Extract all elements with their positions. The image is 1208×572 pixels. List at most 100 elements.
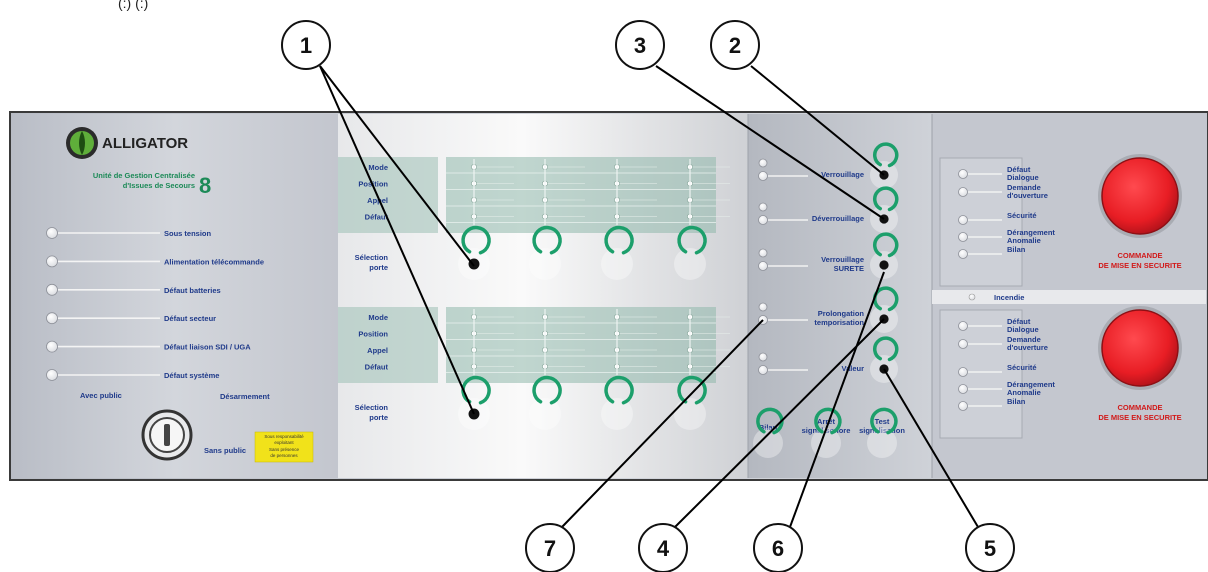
bottom-button-label: Arrêt (817, 417, 835, 426)
knob-button[interactable] (601, 225, 634, 280)
callout-number: 2 (729, 33, 741, 58)
function-button-label: Verrouillage (821, 255, 864, 264)
indicator-led-icon (758, 352, 768, 362)
door-row-label: Défaut (365, 213, 389, 222)
function-button-label: Déverrouillage (812, 214, 864, 223)
door-select-label: porte (369, 413, 388, 422)
indicator-led-icon (958, 339, 968, 349)
knob-ring-icon (814, 407, 842, 435)
left-indicator: Alimentation télécommande (46, 255, 264, 268)
security-indicator-label: Défaut (1007, 165, 1031, 174)
key-label-public: Avec public (80, 391, 122, 400)
function-button-label: Verrouillage (821, 170, 864, 179)
left-indicator-label: Défaut batteries (164, 286, 221, 295)
left-indicator: Défaut secteur (46, 312, 216, 325)
unit-line1: Unité de Gestion Centralisée (93, 171, 195, 180)
incendie-band (932, 290, 1206, 304)
left-indicator: Défaut liaison SDI / UGA (46, 340, 251, 353)
door-status-strip (446, 307, 716, 383)
key-switch[interactable] (141, 409, 193, 461)
indicator-led-icon (46, 227, 58, 239)
function-button-label: temporisation (814, 318, 864, 327)
indicator-led-icon (46, 312, 58, 325)
security-indicator-label: Demande (1007, 183, 1041, 192)
callout-circle (965, 523, 1015, 572)
callout-circle (281, 20, 331, 70)
indicator-led-icon (958, 169, 968, 179)
knob-ring-icon (604, 375, 634, 405)
security-indicator-label: d'ouverture (1007, 191, 1048, 200)
knob-ring-icon (873, 186, 899, 212)
security-indicator-label: Sécurité (1007, 211, 1037, 220)
door-row-label: Appel (367, 346, 388, 355)
knob-ring-icon (532, 375, 562, 405)
security-command-button[interactable] (1098, 306, 1182, 390)
security-panel: DéfautDialogueDemanded'ouvertureSécurité… (939, 306, 1182, 439)
knob-button[interactable] (870, 232, 899, 279)
callout-leader-line (883, 368, 979, 528)
door-status-strip (446, 157, 716, 233)
left-indicator: Sous tension (46, 227, 212, 239)
left-indicator-label: Sous tension (164, 229, 212, 238)
indicator-led-icon (958, 215, 968, 225)
unit-line2: d'Issues de Secours (123, 181, 195, 190)
security-indicator: Sécurité (958, 363, 1037, 377)
door-row-label: Position (358, 180, 388, 189)
incendie-led (968, 293, 976, 301)
knob-ring-icon (873, 286, 899, 312)
security-indicator-label: d'ouverture (1007, 343, 1048, 352)
callout-circle (710, 20, 760, 70)
callout-leader-line (750, 65, 885, 176)
security-indicator-label: Anomalie (1007, 388, 1041, 397)
security-indicator-label: Bilan (1007, 397, 1026, 406)
indicator-led-icon (758, 365, 768, 375)
security-command-button[interactable] (1098, 154, 1182, 238)
door-row-label: Appel (367, 196, 388, 205)
brand-logo: ALLIGATOR (66, 127, 188, 159)
knob-ring-icon (873, 232, 899, 258)
security-command-label: DE MISE EN SECURITE (1098, 261, 1181, 270)
left-indicator-label: Alimentation télécommande (164, 257, 264, 266)
left-indicator-label: Défaut système (164, 371, 219, 380)
security-indicator-label: Bilan (1007, 245, 1026, 254)
key-label-no-public: Sans public (204, 446, 246, 455)
knob-button[interactable] (529, 375, 562, 430)
knob-button[interactable] (674, 375, 707, 430)
knob-button[interactable] (867, 407, 898, 458)
door-row-label: Position (358, 330, 388, 339)
indicator-led-icon (46, 340, 58, 353)
left-indicator-label: Défaut liaison SDI / UGA (164, 343, 251, 352)
unit-count: 8 (199, 173, 211, 198)
knob-ring-icon (873, 336, 899, 362)
callout-number: 4 (657, 536, 670, 561)
door-row-label: Mode (368, 163, 388, 172)
indicator-led-icon (758, 302, 768, 312)
security-indicator-label: Dérangement (1007, 380, 1055, 389)
callout-number: 7 (544, 536, 556, 561)
knob-button[interactable] (601, 375, 634, 430)
security-indicator-label: Défaut (1007, 317, 1031, 326)
knob-ring-icon (873, 142, 899, 168)
callout-leader-line (655, 65, 885, 220)
bottom-button-label: Test (875, 417, 890, 426)
knob-button[interactable] (674, 225, 707, 280)
left-indicator: Défaut système (46, 369, 219, 381)
callout-1: 1 (281, 20, 475, 415)
callout-circle (638, 523, 688, 572)
function-button-label: Valeur (841, 364, 864, 373)
knob-ring-icon (461, 225, 491, 255)
callout-number: 5 (984, 536, 996, 561)
callout-circle (615, 20, 665, 70)
security-indicator: Bilan (958, 397, 1026, 411)
knob-button[interactable] (753, 407, 784, 458)
indicator-led-icon (958, 187, 968, 197)
knob-button[interactable] (529, 225, 562, 280)
left-indicator-label: Défaut secteur (164, 314, 216, 323)
indicator-led-icon (46, 255, 58, 268)
callout-6: 6 (753, 271, 885, 572)
header-fragment: (:) (:) (118, 0, 148, 11)
